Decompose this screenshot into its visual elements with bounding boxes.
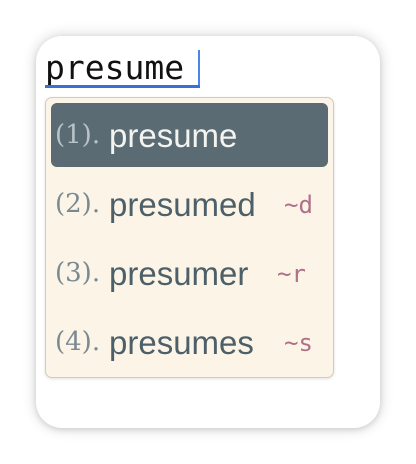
suggestion-word: presume xyxy=(109,117,238,154)
suggestion-word: presumes xyxy=(109,324,254,361)
suggestion-index: (3). xyxy=(55,258,101,288)
suggestion-item-1[interactable]: (1). presume xyxy=(51,103,328,167)
suggestion-item-2[interactable]: (2). presumed ~d xyxy=(51,172,328,236)
composition-underline xyxy=(45,85,200,88)
suggestion-index: (4). xyxy=(55,327,101,357)
text-caret xyxy=(198,50,200,87)
input-text[interactable]: presume xyxy=(45,48,185,87)
suggestion-item-3[interactable]: (3). presumer ~r xyxy=(51,241,328,305)
suggestion-suffix: ~s xyxy=(284,329,313,357)
suggestion-list: (1). presume (2). presumed ~d (3). presu… xyxy=(45,97,334,378)
suggestion-word: presumed xyxy=(109,186,256,223)
suggestion-word: presumer xyxy=(109,255,249,292)
suggestion-suffix: ~d xyxy=(284,191,313,219)
suggestion-index: (2). xyxy=(55,189,101,219)
suggestion-suffix: ~r xyxy=(277,260,306,288)
suggestion-index: (1). xyxy=(55,120,101,150)
suggestion-item-4[interactable]: (4). presumes ~s xyxy=(51,310,328,374)
